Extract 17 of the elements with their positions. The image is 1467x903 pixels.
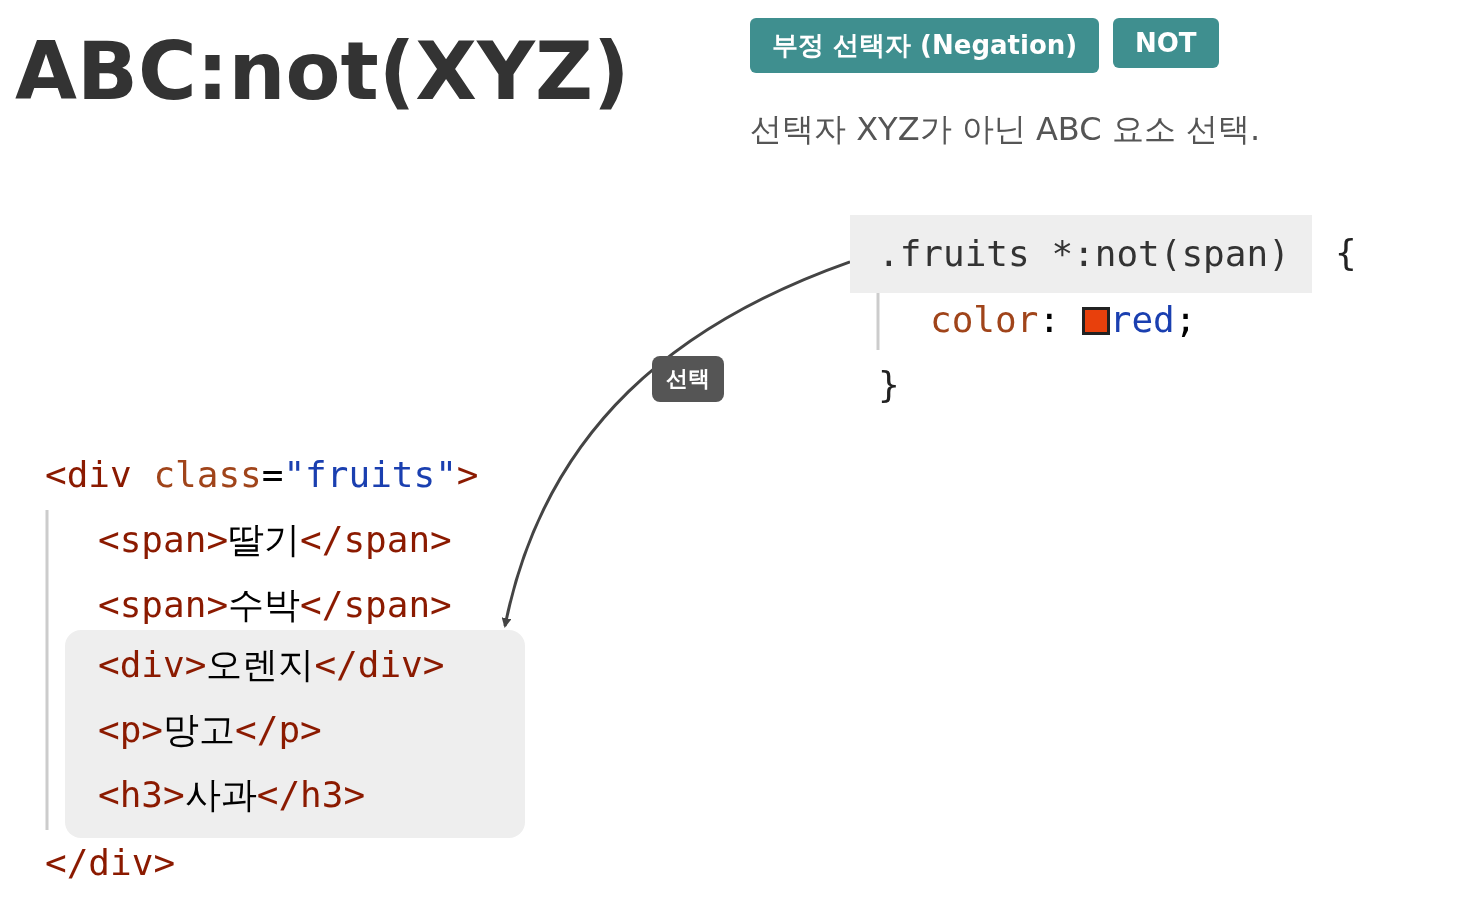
selector-box: .fruits *:not(span) [850,215,1312,293]
code-line: color: red; [930,298,1197,342]
tag-badge: NOT [1113,18,1219,68]
edge-label: 선택 [652,356,724,402]
curved-arrow [502,260,851,628]
code-line: <span>딸기</span> [98,518,452,562]
code-line: <span>수박</span> [98,583,452,627]
code-line: <p>망고</p> [98,708,322,752]
code-brace: } [878,363,900,407]
page-title: ABC:not(XYZ) [15,25,630,118]
code-brace: { [1335,231,1357,275]
code-line: <div class="fruits"> [45,453,479,497]
code-line: </div> [45,841,176,885]
description: 선택자 XYZ가 아닌 ABC 요소 선택. [750,109,1261,150]
code-line: <div>오렌지</div> [98,643,445,687]
code-line: <h3>사과</h3> [98,773,366,817]
tag-badge: 부정 선택자 (Negation) [750,18,1100,73]
